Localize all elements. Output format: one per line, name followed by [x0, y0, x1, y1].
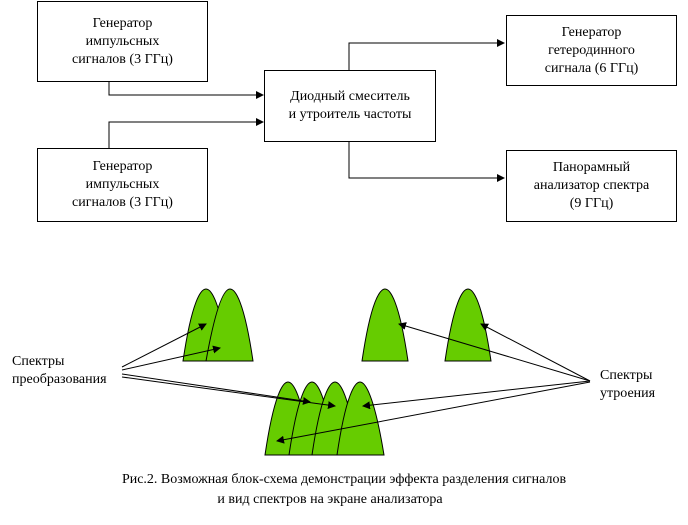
- arrow-conversion-to-peak-2: [121, 345, 221, 371]
- block-spectrum-analyzer-text: Панорамный анализатор спектра (9 ГГц): [533, 160, 650, 211]
- arrow-conversion-to-group-2: [121, 376, 336, 410]
- pointer-arrows: [121, 322, 591, 444]
- arrow-tripling-to-peak-2: [480, 323, 591, 382]
- spectrum-peak-conversion-2: [205, 288, 254, 362]
- block-diode-mixer-text: Диодный смеситель и утроитель частоты: [288, 89, 412, 122]
- arrow-tripling-to-group-4: [276, 381, 591, 444]
- figure-caption: Рис.2. Возможная блок-схема демонстрации…: [0, 470, 688, 510]
- connectors: [108, 39, 505, 182]
- arrow-conversion-to-peak-1: [121, 323, 207, 368]
- arrow-conversion-to-group-1: [121, 373, 311, 405]
- block-pulse-generator-1-text: Генератор импульсных сигналов (3 ГГц): [72, 15, 173, 67]
- block-heterodyne-generator-text: Генератор гетеродинного сигнала (6 ГГц): [544, 24, 639, 76]
- figure-caption-line-1: Рис.2. Возможная блок-схема демонстрации…: [121, 472, 567, 487]
- block-pulse-generator-1: Генератор импульсных сигналов (3 ГГц): [37, 1, 208, 82]
- connector-gen1-to-mixer: [108, 82, 264, 99]
- block-pulse-generator-2-text: Генератор импульсных сигналов (3 ГГц): [72, 159, 173, 210]
- connector-mixer-to-heterodyne: [348, 39, 505, 70]
- label-conversion-spectra: Спектры преобразования: [12, 354, 107, 387]
- connector-mixer-to-analyzer: [348, 142, 505, 182]
- block-diode-mixer: Диодный смеситель и утроитель частоты: [264, 70, 436, 142]
- block-heterodyne-generator: Генератор гетеродинного сигнала (6 ГГц): [506, 15, 677, 86]
- label-tripling-spectra: Спектры утроения: [600, 368, 656, 401]
- arrow-tripling-to-peak-1: [398, 322, 591, 382]
- spectrum-peak-tripling-2: [444, 288, 492, 362]
- block-spectrum-analyzer: Панорамный анализатор спектра (9 ГГц): [506, 150, 677, 222]
- figure-caption-line-2: и вид спектров на экране анализатора: [217, 492, 443, 507]
- spectrum-peak-tripling-1: [361, 288, 409, 362]
- block-pulse-generator-2: Генератор импульсных сигналов (3 ГГц): [37, 148, 208, 222]
- arrow-tripling-to-group-3: [362, 380, 591, 410]
- connector-gen2-to-mixer: [108, 118, 264, 148]
